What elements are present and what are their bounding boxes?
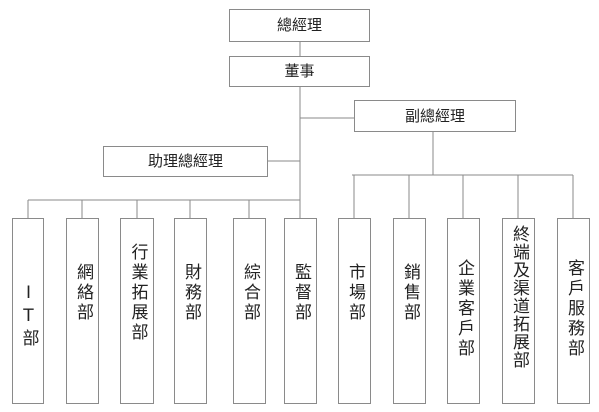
deputy-gm-label: 副總經理: [404, 106, 465, 125]
dept-label-terminal: 終端及渠道拓展部: [509, 225, 529, 369]
assistant-gm-box: 助理總經理: [103, 146, 268, 177]
dept-box-customer-service: 客戶服務部: [557, 218, 590, 404]
board-box: 董事: [229, 56, 370, 87]
dept-box-network: 網絡部: [66, 218, 99, 404]
dept-label-general: 綜合部: [240, 263, 260, 323]
dept-box-terminal: 終端及渠道拓展部: [502, 218, 535, 404]
gm-label: 總經理: [276, 16, 322, 34]
dept-box-it: IT部: [12, 218, 44, 404]
dept-box-enterprise: 企業客戶部: [447, 218, 480, 404]
dept-label-market: 市場部: [345, 263, 365, 323]
dept-label-enterprise: 企業客戶部: [454, 259, 474, 359]
dept-label-it: IT部: [18, 283, 39, 349]
deputy-gm-box: 副總經理: [354, 100, 516, 132]
dept-box-general: 綜合部: [233, 218, 266, 404]
assistant-gm-label: 助理總經理: [147, 152, 223, 170]
dept-box-industry: 行業拓展部: [120, 218, 154, 404]
dept-box-supervision: 監督部: [284, 218, 317, 404]
dept-box-finance: 財務部: [174, 218, 207, 404]
dept-label-finance: 財務部: [181, 263, 201, 323]
gm-box: 總經理: [229, 9, 370, 42]
dept-box-market: 市場部: [338, 218, 371, 404]
dept-label-sales: 銷售部: [400, 263, 420, 323]
board-label: 董事: [284, 62, 315, 80]
dept-label-industry: 行業拓展部: [127, 243, 148, 343]
dept-label-supervision: 監督部: [291, 263, 311, 323]
dept-label-customer-service: 客戶服務部: [564, 259, 584, 359]
dept-label-network: 網絡部: [73, 263, 93, 323]
dept-box-sales: 銷售部: [393, 218, 426, 404]
